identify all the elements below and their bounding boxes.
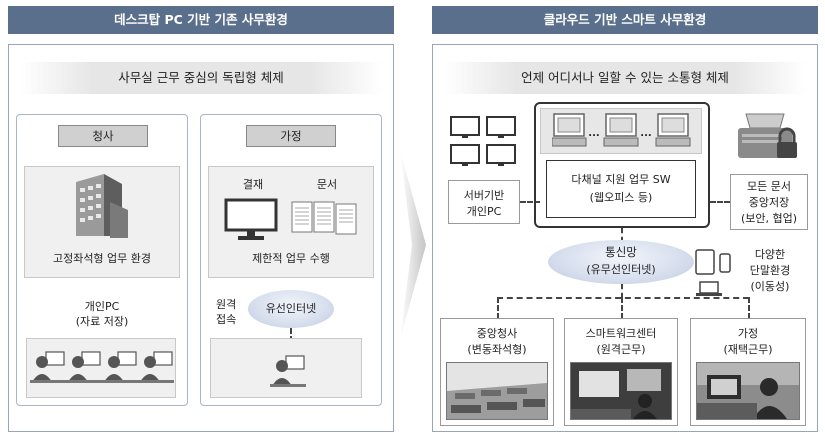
office-floor-photo [446,362,548,420]
network-branch [497,297,749,299]
site-2-label: 스마트워크센터 [585,327,657,340]
secure-printer-icon [734,110,800,166]
home-user-icon [270,350,306,390]
left-link [520,201,540,203]
sw-label[interactable]: 다채널 지원 업무 SW [571,173,671,186]
device-label-1: 다양한 [754,248,786,261]
building-icon [70,172,132,242]
approval-label: 결재 [242,178,264,191]
platform-network-link [621,228,623,242]
servers-dots-1: ... [588,128,600,139]
left-panel-title: 데스크탑 PC 기반 기존 사무환경 [8,6,394,34]
site-1-sublabel: (변동좌석형) [467,343,527,356]
office-users-box [26,338,176,398]
device-label-3: (이동성) [750,280,790,293]
home-office-photo [696,362,800,420]
sw-sublabel: (웹오피스 등) [589,191,653,204]
monitor-icon [224,198,278,242]
access-label: 접속 [216,313,237,326]
device-label-2: 단말환경 [749,264,791,277]
server-pc-label-1: 서버기반 [463,189,505,202]
site-1-label: 중앙청사 [476,327,518,340]
network-sublabel: (유무선인터넷) [586,263,656,276]
mobile-devices-icon [694,248,734,298]
limited-work-label: 제한적 업무 수행 [252,252,330,265]
branch-site-1 [497,297,499,319]
server-pc-label-2: 개인PC [466,205,502,218]
servers-dots-2: ... [640,128,652,139]
wired-internet-cloud: 유선인터넷 [248,290,334,328]
network-trunk [621,284,623,298]
documents-icon [290,198,360,238]
branch-site-2 [621,297,623,319]
work-center-photo [570,362,672,420]
office-tag: 청사 [58,125,148,147]
office-pc-sublabel: (자료 저장) [75,315,129,328]
network-cloud [548,240,694,284]
transition-arrow-icon [398,150,428,340]
document-label: 문서 [316,178,338,191]
site-3-label: 가정 [737,327,759,340]
right-panel-title: 클라우드 기반 스마트 사무환경 [432,6,818,34]
right-banner: 언제 어디서나 일할 수 있는 소통형 체제 [444,62,806,94]
servers-icon [551,112,692,150]
office-env-label: 고정좌석형 업무 환경 [52,252,152,265]
office-pc-label: 개인PC [84,300,120,313]
home-tag: 가정 [246,125,336,147]
server-pc-box [448,180,520,224]
cloud-platform-frame [534,102,710,228]
sw-box [546,160,696,218]
branch-site-3 [748,297,750,319]
network-label: 통신망 [605,245,637,259]
office-users [30,346,175,390]
left-banner: 사무실 근무 중심의 독립형 체제 [20,62,382,94]
docs-label-1: 모든 문서 [747,180,791,193]
remote-label: 원격 [216,298,237,311]
docs-label-2: 중앙저장 [748,196,790,209]
monitors-icon [450,116,520,168]
docs-label-3: (보안, 협업) [740,212,798,225]
site-3-sublabel: (재택근무) [723,343,773,356]
right-link [710,201,730,203]
site-2-sublabel: (원격근무) [596,343,646,356]
docs-box [730,174,808,230]
